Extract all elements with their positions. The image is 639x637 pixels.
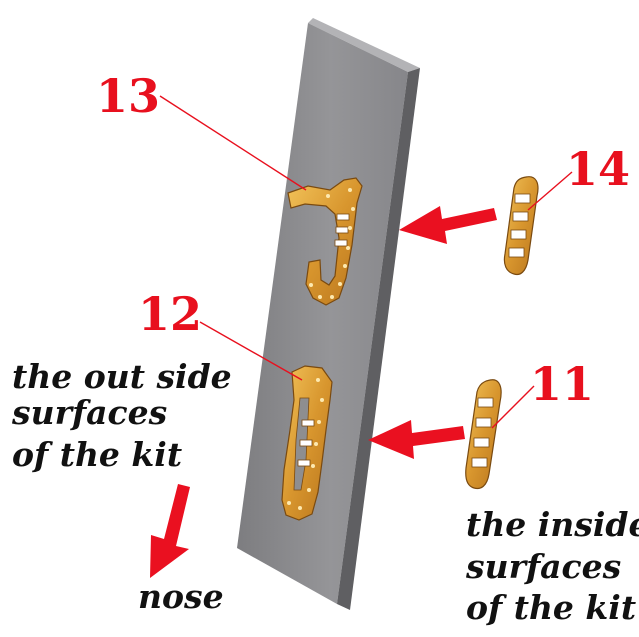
part-13-plate [287,177,363,306]
arrow-upper-left [399,206,497,244]
leader-lines [159,95,573,429]
label-11: 11 [530,357,594,411]
leader-12 [199,321,303,381]
outside-note-line-2: surfaces [11,393,167,432]
label-12: 12 [138,287,202,341]
label-13: 13 [96,69,160,123]
inside-note-line-1: the inside [466,505,639,544]
part-12-plate [281,365,333,521]
board-front-face [237,23,408,604]
arrow-lower-left [368,420,465,459]
board [237,18,420,610]
outside-note-line-3: of the kit [12,435,182,474]
part-11-plate [465,379,502,490]
inside-note-line-3: of the kit [466,588,636,627]
leader-13 [159,95,307,191]
leader-11 [491,385,535,429]
arrow-nose-down [150,484,190,578]
nose-label: nose [138,577,224,616]
board-top-face [308,18,420,72]
board-side-face [337,68,420,610]
leader-14 [527,171,573,211]
label-14: 14 [566,142,630,196]
inside-note-line-2: surfaces [465,547,621,586]
outside-note-line-1: the out side [12,357,232,396]
part-14-plate [503,176,539,276]
